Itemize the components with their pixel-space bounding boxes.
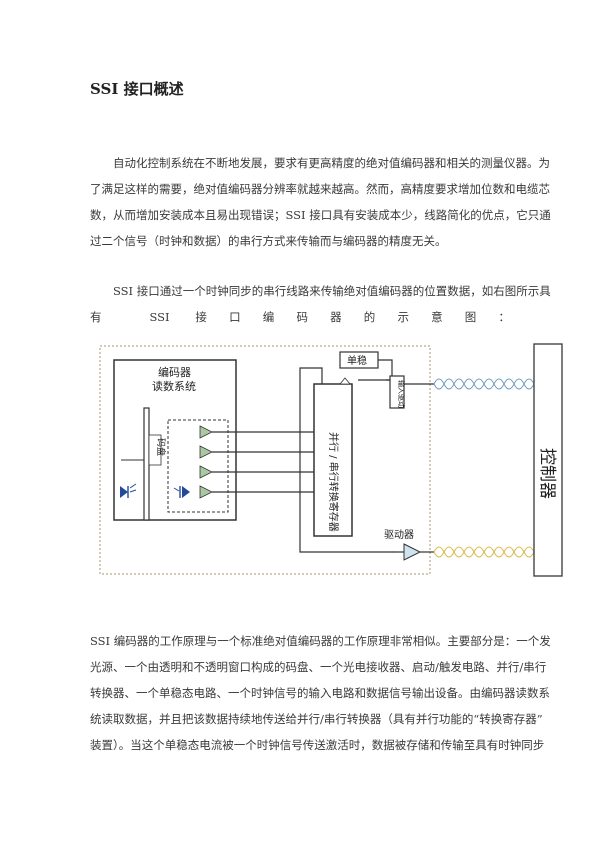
text-line: SSI 接口通过一个时钟同步的串行线路来传输绝对值编码器的位置数据，如右图所示具 [90,284,551,298]
controller-box [533,343,563,577]
clock-twisted-pair [433,378,535,390]
reading-system-box [113,359,237,521]
converter-label: 并行 / 串行转换寄存器 [327,432,340,532]
text-line: 转换器、一个单稳态电路、一个时钟信号的输入电路和数据信号输出设备。由编码器读数系 [90,686,550,700]
photo-receiver-icon [173,486,190,498]
input-circuit-label: 输入驱动 [397,380,406,408]
code-disc-label-box [148,434,162,466]
photo-receiver-box [167,419,229,513]
reading-system-label: 读数系统 [152,379,196,393]
ssi-encoder-diagram: 编码器 读数系统 码盘 [96,340,566,580]
parallel-data-lines [212,431,314,493]
converter-register [313,383,353,537]
encoder-housing [99,345,431,575]
paragraph-intro: 自动化控制系统在不断地发展，要求有更高精度的绝对值编码器和相关的测量仪器。为 了… [90,150,551,254]
controller-label: 控制器 [537,448,557,499]
light-source-icon [120,483,137,498]
text-line: 过二个信号（时钟和数据）的串行方式来传输而与编码器的精度无关。 [90,234,447,248]
encoder-label: 编码器 [158,365,191,379]
diagram-svg: 编码器 读数系统 码盘 [99,343,563,577]
paragraph-ssi-interface: SSI 接口通过一个时钟同步的串行线路来传输绝对值编码器的位置数据，如右图所示具… [90,278,551,330]
text-line: 光源、一个由透明和不透明窗口构成的码盘、一个光电接收器、启动/触发电路、并行/串… [90,660,547,674]
data-line [299,536,396,553]
code-disc-label: 码盘 [155,438,167,456]
text-line: 统读取数据，并且把该数据持续地传送给并行/串行转换器（具有并行功能的“转换寄存器… [90,712,543,726]
text-line: SSI 编码器的工作原理与一个标准绝对值编码器的工作原理非常相似。主要部分是：一… [90,634,551,648]
page-title: SSI 接口概述 [90,80,184,98]
clock-input-marker [339,377,351,385]
text-line: 数，从而增加安装成本且易出现错误；SSI 接口具有安装成本少，线路简化的优点，它… [90,208,551,222]
code-disc-bar [143,407,150,521]
text-line: 装置）。当这个单稳态电流被一个时钟信号传送激活时，数据被存储和传输至具有时钟同步 [90,738,545,752]
paragraph-working-principle: SSI 编码器的工作原理与一个标准绝对值编码器的工作原理非常相似。主要部分是：一… [90,628,551,758]
data-twisted-pair [433,546,535,558]
clock-line-left [299,367,323,536]
driver-triangle [403,543,422,561]
driver-label: 驱动器 [384,529,414,541]
input-circuit-box [389,375,405,409]
amplifier-icons [199,425,213,499]
text-line: 了满足这样的需要，绝对值编码器分辨率就越来越高。然而，高精度要求增加位数和电缆芯 [90,182,550,196]
text-line-justified: 有 SSI 接口编码器的示意图： [90,310,510,324]
monostable-label: 单稳 [347,354,367,367]
text-line: 自动化控制系统在不断地发展，要求有更高精度的绝对值编码器和相关的测量仪器。为 [90,156,550,170]
